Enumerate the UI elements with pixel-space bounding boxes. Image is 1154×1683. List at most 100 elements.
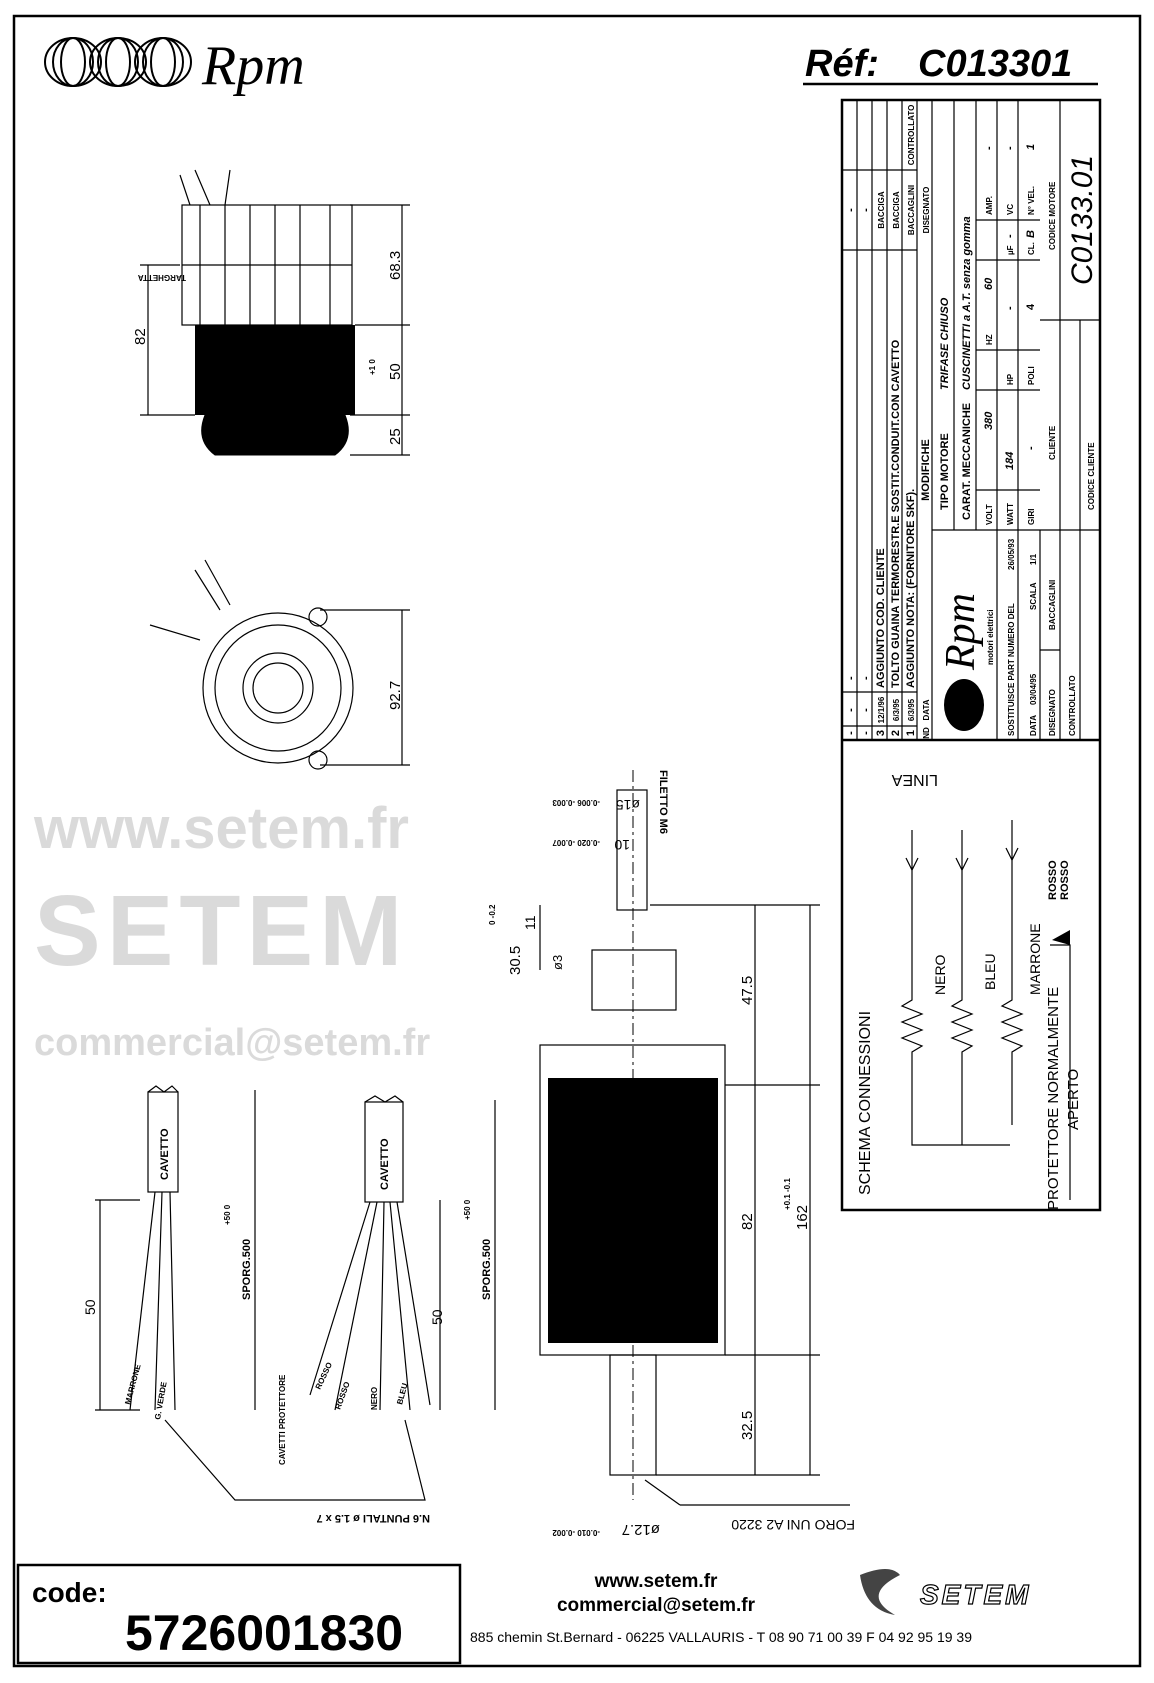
- svg-text:+0.1 -0.1: +0.1 -0.1: [783, 1178, 792, 1210]
- svg-text:12/1/96: 12/1/96: [877, 696, 886, 723]
- cable-views: CAVETTO 50 SPORG.500 +50 0 MARRONE G. VE…: [82, 1085, 496, 1524]
- svg-text:3: 3: [875, 730, 887, 736]
- svg-text:WATT: WATT: [1006, 503, 1015, 525]
- svg-text:SETEM: SETEM: [920, 1579, 1031, 1610]
- svg-text:BLEU: BLEU: [982, 953, 998, 990]
- svg-text:TRIFASE CHIUSO: TRIFASE CHIUSO: [939, 297, 951, 390]
- svg-text:VC: VC: [1006, 204, 1015, 215]
- motor-end-view: 92.7: [149, 559, 410, 770]
- svg-text:DATA: DATA: [1029, 715, 1038, 736]
- svg-text:11: 11: [522, 915, 538, 930]
- svg-text:LINEA: LINEA: [891, 771, 938, 788]
- svg-text:60: 60: [983, 277, 995, 290]
- svg-text:HP: HP: [1006, 373, 1015, 385]
- footer-web: www.setem.fr: [594, 1571, 718, 1592]
- svg-text:CONTROLLATO: CONTROLLATO: [1068, 675, 1077, 736]
- svg-text:µF: µF: [1006, 245, 1015, 255]
- svg-text:motori elettrici: motori elettrici: [986, 609, 995, 665]
- svg-text:CLIENTE: CLIENTE: [1048, 425, 1057, 460]
- svg-text:ROSSO: ROSSO: [1059, 860, 1071, 900]
- svg-text:380: 380: [983, 411, 995, 430]
- svg-text:B: B: [1025, 230, 1037, 238]
- svg-text:26/05/93: 26/05/93: [1007, 538, 1016, 570]
- svg-text:BACCIGA: BACCIGA: [877, 191, 886, 229]
- svg-text:-: -: [983, 146, 995, 150]
- svg-text:+50 0: +50 0: [223, 1204, 232, 1225]
- svg-text:HZ: HZ: [985, 334, 994, 345]
- svg-text:-: -: [860, 731, 872, 735]
- svg-text:25: 25: [387, 428, 404, 445]
- svg-text:BACCIGA: BACCIGA: [892, 191, 901, 229]
- svg-text:TARGHETTA: TARGHETTA: [138, 273, 186, 282]
- svg-text:ø3: ø3: [550, 955, 565, 970]
- svg-text:ROSSO: ROSSO: [1047, 860, 1059, 900]
- svg-text:+1 0: +1 0: [368, 359, 377, 375]
- code-box: [16, 1563, 462, 1665]
- svg-text:-: -: [1004, 234, 1016, 238]
- svg-text:50: 50: [429, 1309, 445, 1325]
- svg-text:VOLT: VOLT: [985, 504, 994, 525]
- svg-text:TOLTO GUAINA TERMORESTR.E SOST: TOLTO GUAINA TERMORESTR.E SOSTIT.CONDUIT…: [890, 339, 902, 688]
- svg-text:CL.: CL.: [1027, 242, 1036, 255]
- setem-logo: SETEM: [860, 1569, 1031, 1615]
- svg-text:-: -: [1004, 146, 1016, 150]
- code-label: code:: [32, 1577, 107, 1608]
- svg-text:BACCAGLINI: BACCAGLINI: [907, 185, 916, 235]
- svg-text:CODICE MOTORE: CODICE MOTORE: [1048, 181, 1057, 250]
- svg-text:ND: ND: [922, 727, 931, 739]
- svg-text:6/3/95: 6/3/95: [907, 698, 916, 721]
- svg-text:50: 50: [82, 1299, 98, 1315]
- svg-text:www.setem.fr: www.setem.fr: [33, 796, 409, 861]
- svg-text:NERO: NERO: [932, 954, 948, 995]
- svg-text:BLEU: BLEU: [395, 1382, 409, 1406]
- svg-text:4: 4: [1025, 303, 1037, 310]
- svg-text:-0.020 -0.007: -0.020 -0.007: [552, 838, 600, 847]
- brand-name: Rpm: [201, 35, 305, 97]
- watermark: www.setem.fr SETEM commercial@setem.fr: [33, 796, 430, 1064]
- svg-text:-0.010 -0.002: -0.010 -0.002: [552, 1528, 600, 1537]
- svg-text:ø12.7: ø12.7: [622, 1521, 660, 1538]
- svg-text:-: -: [860, 676, 872, 680]
- rpm-logo: Rpm: [44, 35, 305, 97]
- svg-text:CAVETTO: CAVETTO: [379, 1138, 391, 1190]
- svg-text:82: 82: [132, 328, 149, 345]
- svg-text:GIRI: GIRI: [1027, 509, 1036, 525]
- svg-text:-: -: [1025, 446, 1037, 450]
- svg-text:SETEM: SETEM: [34, 875, 408, 987]
- svg-text:CARAT. MECCANICHE: CARAT. MECCANICHE: [961, 403, 973, 520]
- svg-text:AMP.: AMP.: [985, 196, 994, 215]
- svg-text:SCALA: SCALA: [1029, 582, 1038, 610]
- svg-text:68.3: 68.3: [387, 251, 404, 280]
- svg-text:1/1: 1/1: [1029, 553, 1038, 565]
- svg-text:DISEGNATO: DISEGNATO: [1048, 689, 1057, 736]
- svg-text:BACCAGLINI: BACCAGLINI: [1048, 580, 1057, 630]
- svg-text:SPORG.500: SPORG.500: [481, 1239, 493, 1300]
- svg-text:47.5: 47.5: [739, 976, 756, 1005]
- svg-text:TIPO MOTORE: TIPO MOTORE: [939, 433, 951, 510]
- svg-text:SCHEMA CONNESSIONI: SCHEMA CONNESSIONI: [857, 1011, 874, 1195]
- title-block: - - - - - - - - 3 12/1/96 AGGIUNTO COD. …: [840, 98, 1102, 1212]
- svg-text:ø15: ø15: [616, 797, 640, 813]
- motor-side-view: TARGHETTA 82 68.3 50 +1 0 25: [132, 169, 410, 456]
- svg-text:AGGIUNTO COD. CLIENTE: AGGIUNTO COD. CLIENTE: [875, 548, 887, 688]
- svg-text:162: 162: [794, 1205, 811, 1230]
- svg-text:1: 1: [1025, 144, 1037, 150]
- svg-text:-: -: [1004, 306, 1016, 310]
- svg-text:10: 10: [614, 837, 630, 853]
- svg-text:Rpm: Rpm: [938, 593, 984, 671]
- svg-text:N° VEL.: N° VEL.: [1027, 186, 1036, 215]
- svg-text:CODICE CLIENTE: CODICE CLIENTE: [1087, 442, 1096, 510]
- svg-text:N.6 PUNTALI ø 1.5 x 7: N.6 PUNTALI ø 1.5 x 7: [317, 1512, 431, 1524]
- svg-text:-: -: [845, 731, 857, 735]
- svg-text:92.7: 92.7: [387, 681, 404, 710]
- svg-text:AGGIUNTO NOTA: (FORNITORE SKF): AGGIUNTO NOTA: (FORNITORE SKF).: [905, 489, 917, 688]
- svg-text:MARRONE: MARRONE: [123, 1363, 143, 1406]
- svg-text:+50 0: +50 0: [463, 1199, 472, 1220]
- svg-text:30.5: 30.5: [507, 946, 524, 975]
- svg-text:184: 184: [1004, 452, 1016, 470]
- svg-text:CONTROLLATO: CONTROLLATO: [907, 105, 916, 166]
- connection-schema: SCHEMA CONNESSIONI LINEA NERO BLEU MARRO…: [857, 771, 1082, 1210]
- svg-text:0 -0.2: 0 -0.2: [488, 904, 497, 925]
- svg-text:50: 50: [387, 363, 404, 380]
